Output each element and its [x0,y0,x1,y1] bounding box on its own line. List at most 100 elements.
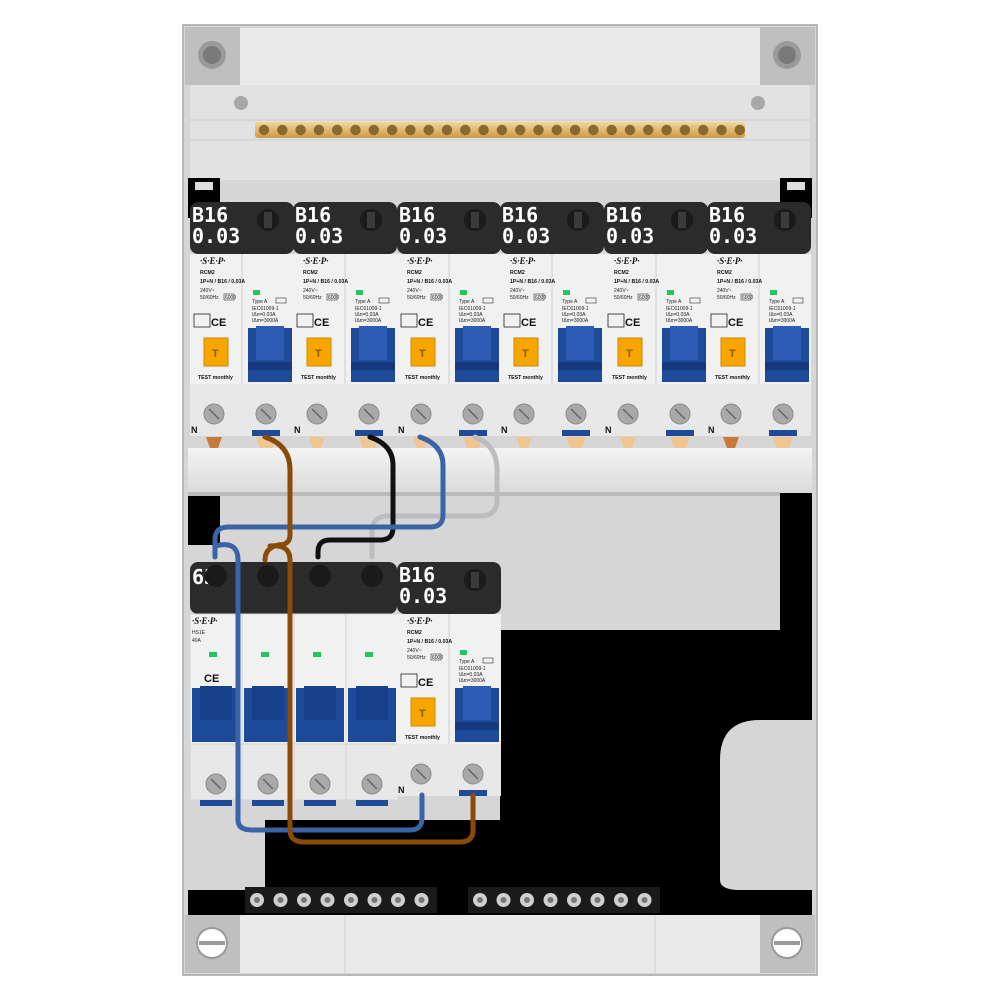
busbar-hole-icon [606,124,617,136]
screw-slot-icon [781,212,789,228]
rcbo-frequency: 50/60Hz [717,295,736,301]
screw-center-icon [571,897,577,903]
lower-rail-strip [188,492,780,496]
rcbo-type: Type A [769,299,785,305]
rcbo-frequency: 50/60Hz [614,295,633,301]
kema-keur-logo-icon [296,313,314,328]
breaker-toggle[interactable] [248,326,292,382]
busbar-hole-icon [624,124,636,136]
rcbo-icn: IΔm=3000A [769,318,796,324]
rcbo-brand: ·S·E·P· [200,256,226,266]
test-button[interactable] [617,337,643,367]
rcbo-model: RCM2 [614,270,629,276]
toggle-lever[interactable] [256,326,284,360]
rcbo-standard: IEC61009-1 [459,306,486,312]
rcbo-rating: B16 [709,203,745,227]
toggle-lever[interactable] [670,326,698,360]
kema-keur-logo-icon [503,313,521,328]
rcbo-rating: B16 [606,203,642,227]
neutral-marker: N [398,425,405,435]
rcbo-spec: 1P+N / B16 / 0.03A [407,279,452,285]
rcbo-brand: ·S·E·P· [614,256,640,266]
test-monthly-label: TEST monthly [405,735,440,741]
terminal-clamp [459,430,487,436]
busbar-hole-icon [716,124,727,136]
screw-center-icon [500,897,507,903]
rcbo-voltage: 240V~ [200,288,215,294]
toggle-lever[interactable] [359,326,387,360]
breaker-toggle[interactable] [558,326,602,382]
rcbo-idn: IΔn=0.03A [459,312,483,318]
screw-slot-icon [471,212,479,228]
rcbo-brand: ·S·E·P· [717,256,743,266]
terminal-wedge [566,437,586,448]
rcbo-idn: IΔn=0.03A [769,312,793,318]
neutral-marker: N [294,425,301,435]
rcbo-model: RCM2 [407,270,422,276]
busbar-hole-icon [569,124,581,136]
terminal-wedge [309,437,325,448]
rcbo-standard: IEC61009-1 [252,306,279,312]
rcbo-frequency: 50/60Hz [200,295,219,301]
rcbo-brand: ·S·E·P· [407,616,433,626]
screw-slot-icon [367,212,375,228]
status-indicator-icon [365,652,373,657]
breaker-toggle[interactable] [455,326,499,382]
test-button[interactable] [306,337,332,367]
rcbo-model: RCM2 [200,270,215,276]
busbar-hole-icon [588,124,599,136]
test-button-label: T [626,348,633,360]
breaker-toggle[interactable] [351,326,395,382]
busbar-hole-icon [368,124,379,136]
ce-mark: CE [211,317,226,329]
main-switch-top-cap [190,562,397,614]
breaker-toggle[interactable] [765,326,809,382]
rcbo-icn: IΔm=3000A [666,318,693,324]
rcbo-model: RCM2 [407,630,422,636]
test-button[interactable] [720,337,746,367]
main-switch-model: HS1E [192,630,206,636]
rcbo-rating-box: 6000 [432,655,443,661]
rcbo-icn: IΔm=3000A [252,318,279,324]
toggle-lever[interactable] [463,686,491,720]
test-button[interactable] [513,337,539,367]
test-button[interactable] [410,337,436,367]
test-monthly-label: TEST monthly [301,375,336,381]
screw-icon [309,565,331,587]
test-button-label: T [419,708,426,720]
rcbo-standard: IEC61009-1 [459,666,486,672]
upper-rail-strip [188,448,812,493]
rcbo-idn: IΔn=0.03A [666,312,690,318]
terminal-wedge [670,437,690,448]
screw-center-icon [618,897,624,903]
rcbo-model: RCM2 [303,270,318,276]
rcbo-icn: IΔm=3000A [355,318,382,324]
test-button[interactable] [410,697,436,727]
status-indicator-icon [261,652,269,657]
status-indicator-icon [460,650,467,655]
rcbo-standard: IEC61009-1 [769,306,796,312]
rcbo-frequency: 50/60Hz [510,295,529,301]
toggle-lever[interactable] [773,326,801,360]
main-switch-brand: ·S·E·P· [192,616,218,626]
rcbo-rating-box: 6000 [328,295,339,301]
test-monthly-label: TEST monthly [405,375,440,381]
toggle-lever[interactable] [566,326,594,360]
status-indicator-icon [209,652,217,657]
terminal-wedge [516,437,532,448]
ce-mark: CE [418,317,433,329]
toggle-lever[interactable] [463,326,491,360]
wire-brown [262,434,293,563]
rcbo-voltage: 240V~ [303,288,318,294]
rcbo-rating-box: 6000 [535,295,546,301]
breaker-toggle[interactable] [455,686,499,742]
test-button[interactable] [203,337,229,367]
neutral-marker: N [191,425,198,435]
rcbo-model: RCM2 [717,270,732,276]
breaker-toggle[interactable] [662,326,706,382]
rcbo-standard: IEC61009-1 [666,306,693,312]
rcbo-type: Type A [355,299,371,305]
